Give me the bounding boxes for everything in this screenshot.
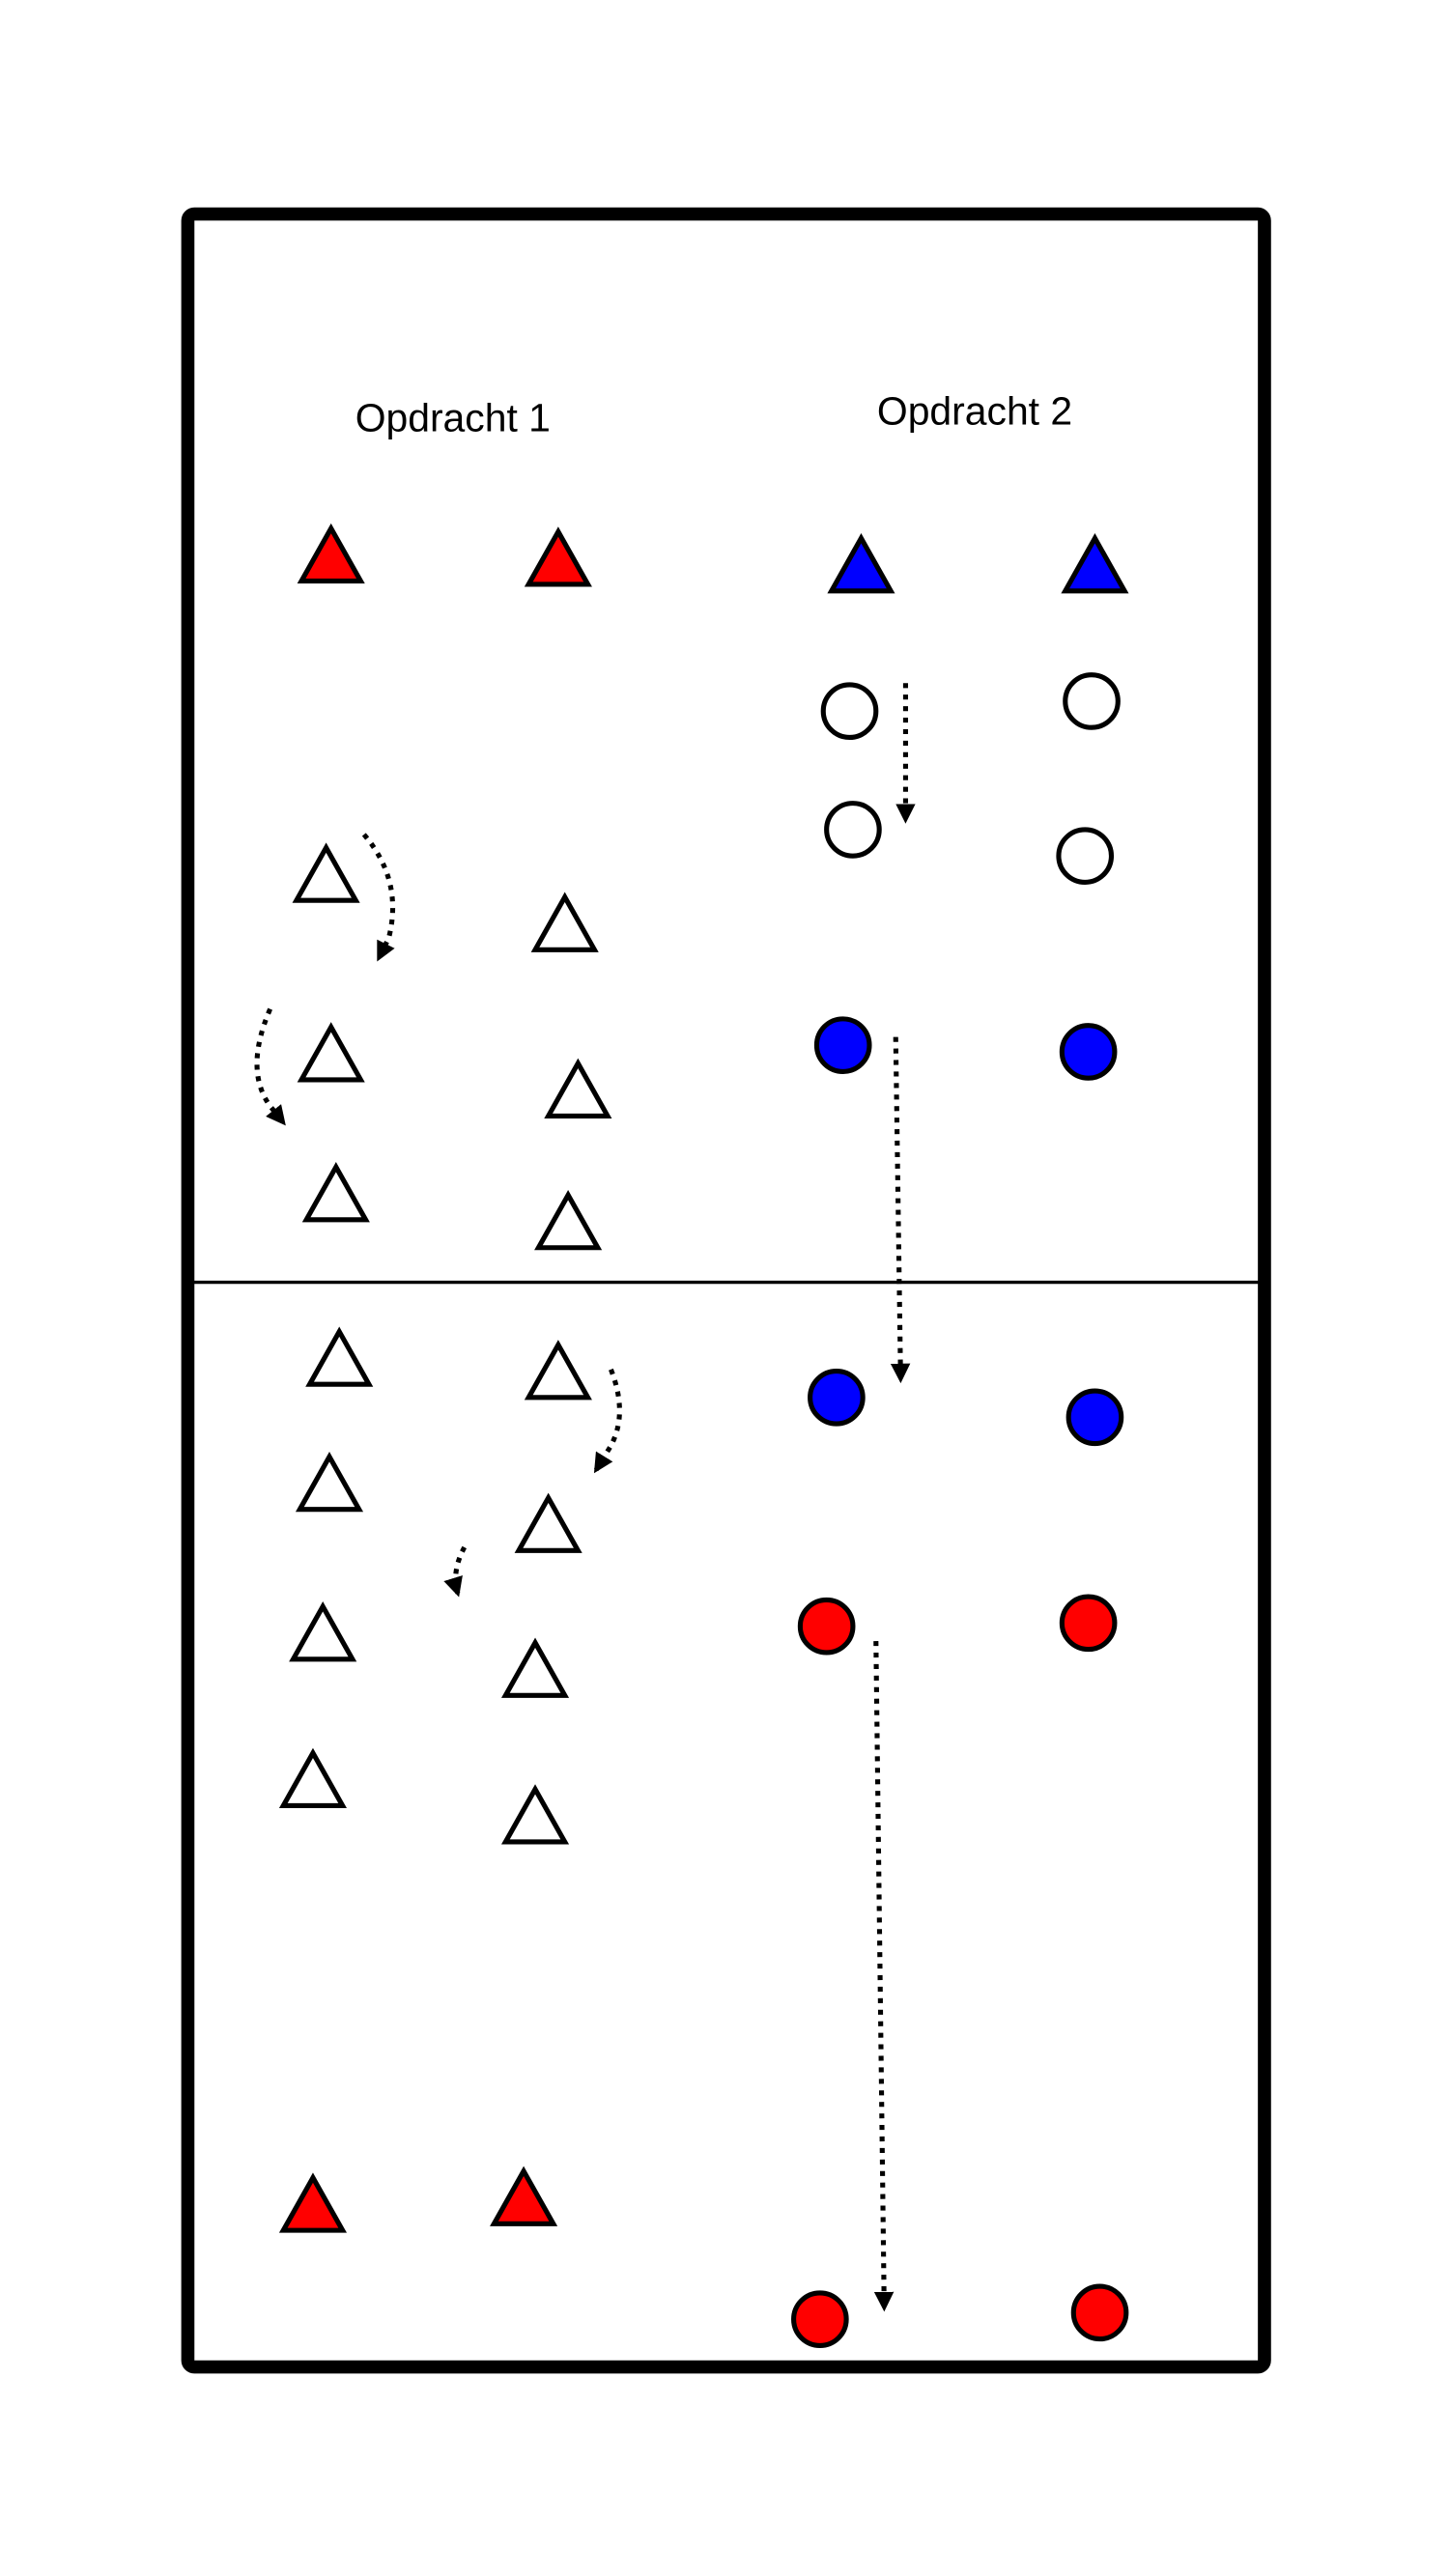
blue-player xyxy=(1065,1388,1124,1447)
white-cone xyxy=(530,892,599,952)
dotted-arrow xyxy=(593,1368,622,1474)
white-cone xyxy=(278,1747,348,1809)
white-player xyxy=(1063,672,1121,730)
markers xyxy=(278,523,1129,2348)
white-cone xyxy=(500,1637,570,1698)
white-cone xyxy=(292,842,360,903)
white-cone xyxy=(534,1190,603,1251)
white-cone xyxy=(305,1326,374,1387)
dotted-arrow xyxy=(254,1007,286,1126)
white-cone xyxy=(297,1022,365,1083)
court-boundary xyxy=(181,207,1271,2374)
red-player xyxy=(1059,1594,1118,1653)
white-cone xyxy=(524,1340,592,1401)
blue-player xyxy=(808,1369,866,1427)
red-cone xyxy=(278,2172,348,2233)
blue-cone xyxy=(1061,533,1129,594)
blue-player xyxy=(1059,1023,1118,1081)
red-cone xyxy=(297,523,365,584)
red-player xyxy=(1070,2283,1129,2342)
white-cone xyxy=(301,1162,370,1223)
red-player xyxy=(797,1597,856,1656)
white-cone xyxy=(289,1601,357,1662)
white-cone xyxy=(500,1784,570,1845)
dotted-arrow xyxy=(361,833,396,962)
red-player xyxy=(791,2290,849,2348)
white-cone xyxy=(295,1451,364,1513)
exercise-2-label: Opdracht 2 xyxy=(877,389,1072,434)
movement-arrows xyxy=(254,683,916,2312)
blue-cone xyxy=(827,533,895,594)
white-player xyxy=(824,801,882,859)
dotted-arrow xyxy=(873,1641,895,2312)
blue-player xyxy=(813,1016,872,1074)
dotted-arrow xyxy=(443,1545,468,1598)
red-cone xyxy=(524,526,592,587)
exercise-1-label: Opdracht 1 xyxy=(355,395,551,439)
white-player xyxy=(1056,827,1115,885)
red-cone xyxy=(490,2166,558,2226)
white-player xyxy=(820,682,879,741)
white-cone xyxy=(514,1492,582,1553)
white-cone xyxy=(544,1058,612,1118)
